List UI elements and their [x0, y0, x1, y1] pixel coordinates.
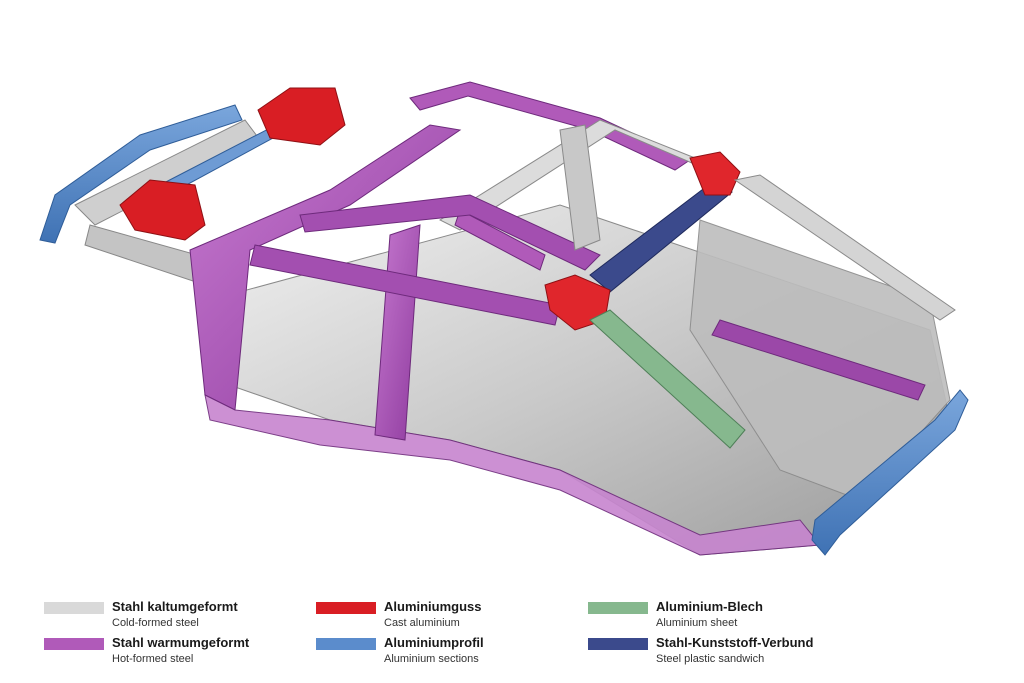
legend-label-en: Cold-formed steel — [112, 617, 199, 629]
floor-crossmember-front — [249, 244, 561, 326]
legend-label-en: Hot-formed steel — [112, 653, 194, 665]
legend-label-de: Aluminiumprofil — [384, 635, 484, 650]
rear-cross-brace — [589, 179, 733, 293]
roof-rail — [409, 81, 692, 171]
legend-label-en: Aluminium sections — [384, 653, 479, 665]
strut-tower-right — [257, 87, 346, 146]
cold-formed-steel-swatch — [44, 602, 104, 614]
side-sill — [204, 394, 821, 556]
aluminium-sheet-swatch — [588, 602, 648, 614]
front-bumper-beam — [39, 104, 243, 244]
rear-roof-rail — [733, 174, 956, 321]
floor-crossmember-rear — [299, 194, 601, 271]
steel-plastic-sandwich-swatch — [588, 638, 648, 650]
b-pillar-upper — [454, 209, 546, 271]
legend-label-de: Aluminium-Blech — [656, 599, 763, 614]
rear-bumper-beam — [811, 389, 969, 556]
legend-label-de: Stahl kaltumgeformt — [112, 599, 238, 614]
legend-label-de: Stahl warmumgeformt — [112, 635, 250, 650]
c-pillar — [559, 124, 601, 251]
aluminium-sections-swatch — [316, 638, 376, 650]
rear-node-upper — [689, 151, 741, 196]
rear-floor-crossmember — [711, 319, 926, 401]
strut-tower-left — [119, 179, 206, 241]
car-body-structure-illustration — [39, 81, 969, 556]
legend-label-de: Stahl-Kunststoff-Verbund — [656, 635, 814, 650]
cast-aluminium-swatch — [316, 602, 376, 614]
legend-label-en: Aluminium sheet — [656, 617, 738, 629]
material-legend: Stahl kaltumgeformt Cold-formed steel St… — [44, 599, 994, 670]
rear-longitudinal — [589, 309, 746, 449]
legend-label-en: Steel plastic sandwich — [656, 653, 765, 665]
hot-formed-steel-swatch — [44, 638, 104, 650]
legend-label-en: Cast aluminium — [384, 617, 460, 629]
legend-label-de: Aluminiumguss — [384, 599, 482, 614]
